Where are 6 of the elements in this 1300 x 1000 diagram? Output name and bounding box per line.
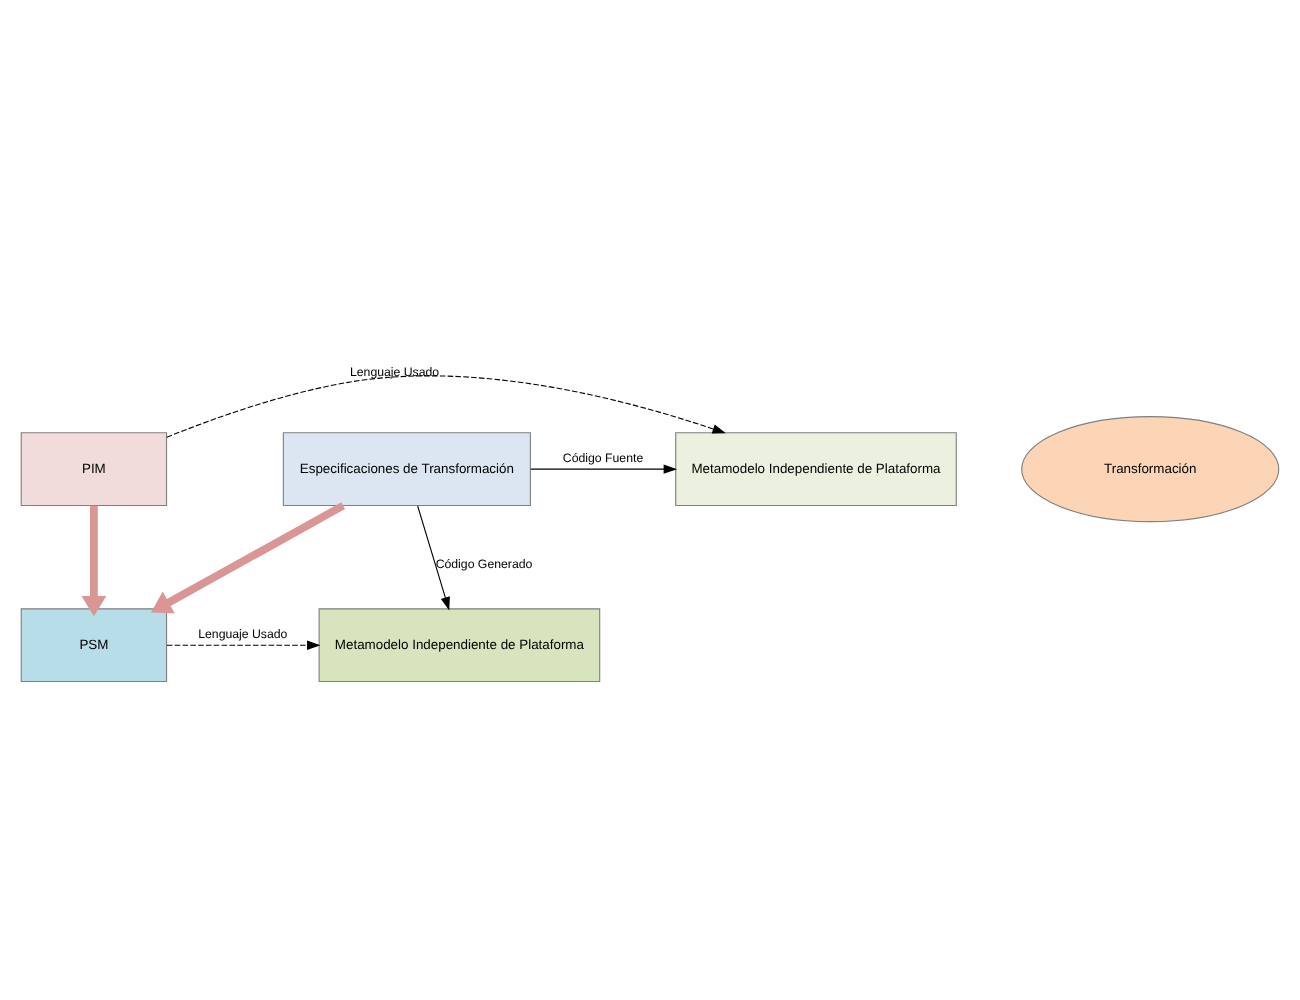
arrow bbox=[166, 639, 321, 649]
arrow bbox=[81, 504, 107, 616]
arrow bbox=[417, 504, 450, 610]
arrow bbox=[530, 463, 678, 473]
arrow bbox=[166, 374, 726, 437]
arrow bbox=[150, 501, 346, 613]
